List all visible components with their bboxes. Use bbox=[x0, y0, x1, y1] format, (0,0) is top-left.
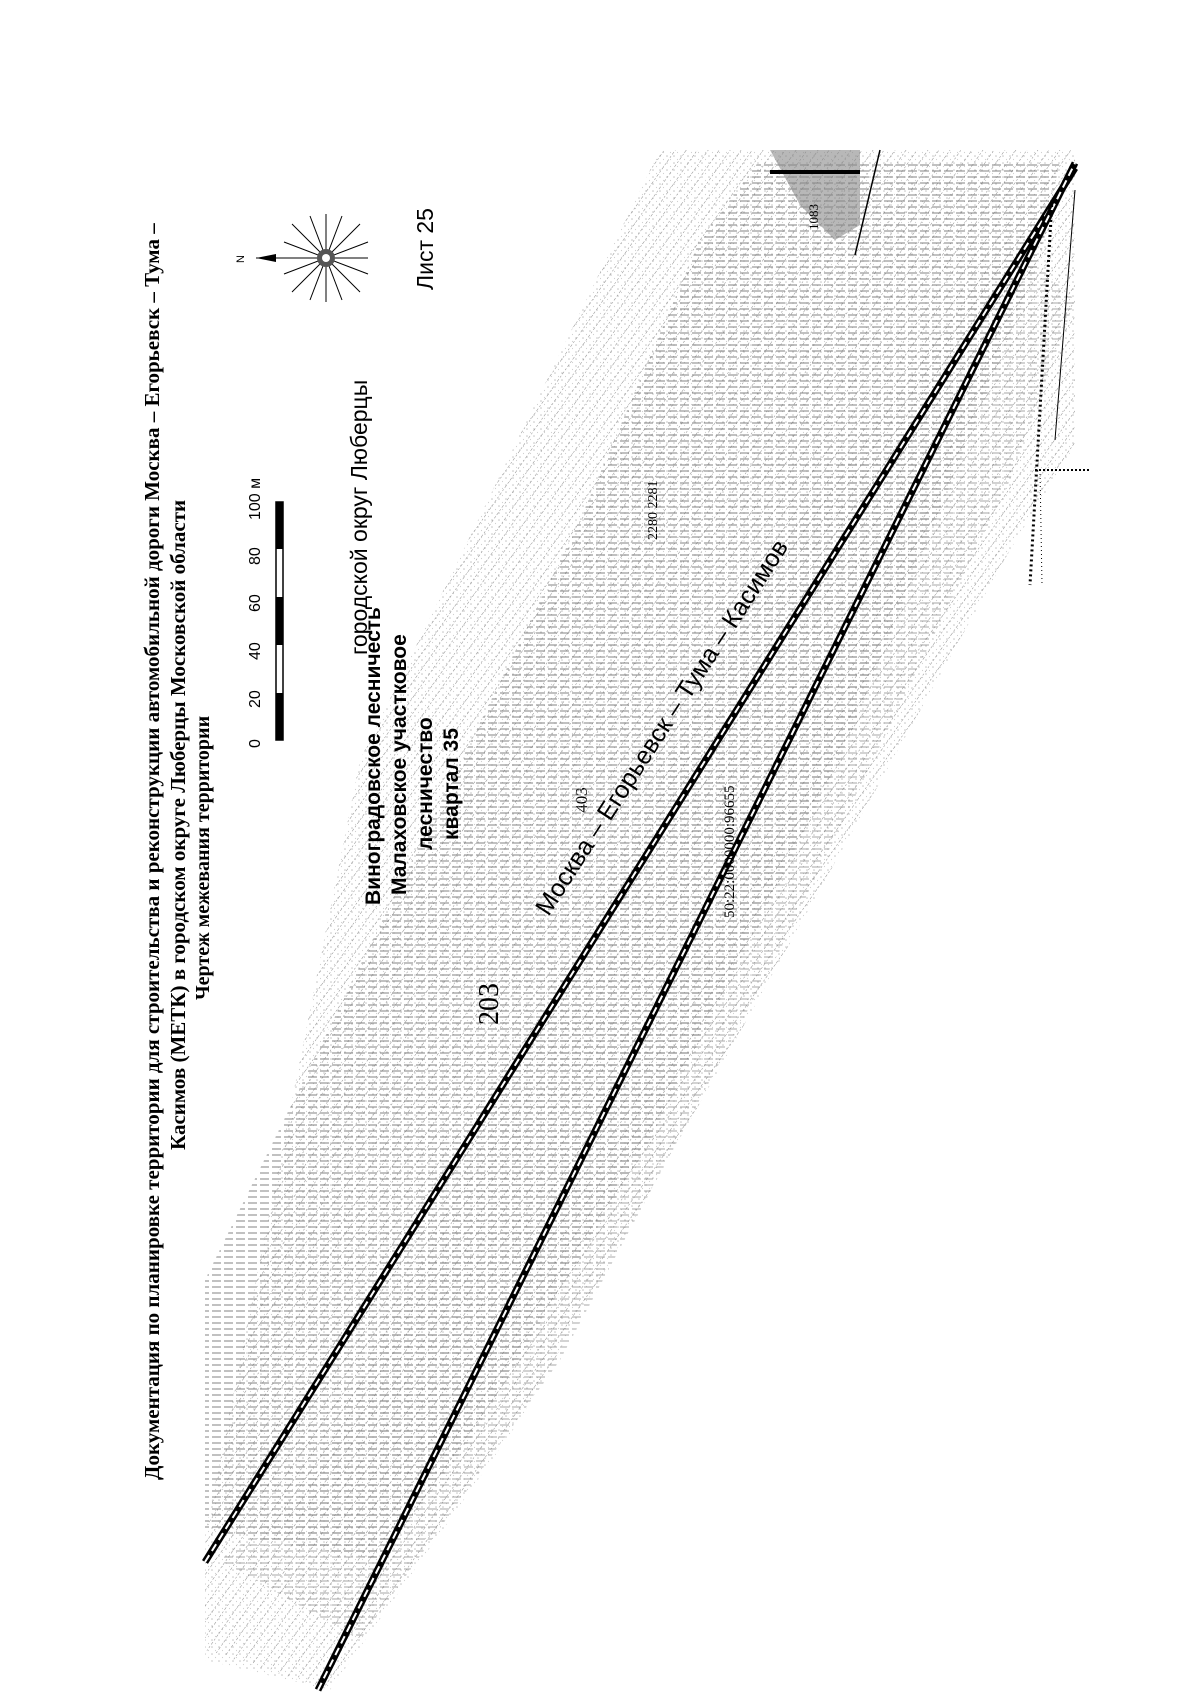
compass-rose-icon: N bbox=[235, 214, 369, 302]
district-boundary bbox=[1028, 189, 1090, 586]
scale-tick-0: 0 bbox=[247, 739, 264, 748]
zone-number-label: 203 bbox=[474, 983, 505, 1025]
forestry-label-2: Малаховское участковое bbox=[388, 634, 411, 895]
compass-north-label: N bbox=[235, 255, 247, 263]
scale-tick-80: 80 bbox=[247, 547, 264, 565]
forestry-label-4: квартал 35 bbox=[440, 728, 463, 840]
forestry-label-1: Виноградовское лесничесть bbox=[362, 607, 385, 905]
scale-tick-100: 100 м bbox=[247, 477, 264, 520]
forestry-label-3: лесничество bbox=[414, 717, 437, 850]
boundary-points-label: 2280 2281 bbox=[646, 480, 661, 541]
parcel-number-label: 1083 bbox=[806, 204, 821, 230]
sheet-label: Лист 25 bbox=[412, 208, 438, 290]
scale-bar bbox=[275, 501, 284, 741]
scale-tick-20: 20 bbox=[247, 690, 264, 708]
road-boundary-right bbox=[314, 161, 1079, 1692]
road-boundary-left bbox=[202, 166, 1078, 1564]
scale-tick-60: 60 bbox=[247, 594, 264, 612]
scale-tick-40: 40 bbox=[247, 642, 264, 660]
cadastral-number-label: 50:22:0000000:96655 bbox=[722, 785, 738, 918]
